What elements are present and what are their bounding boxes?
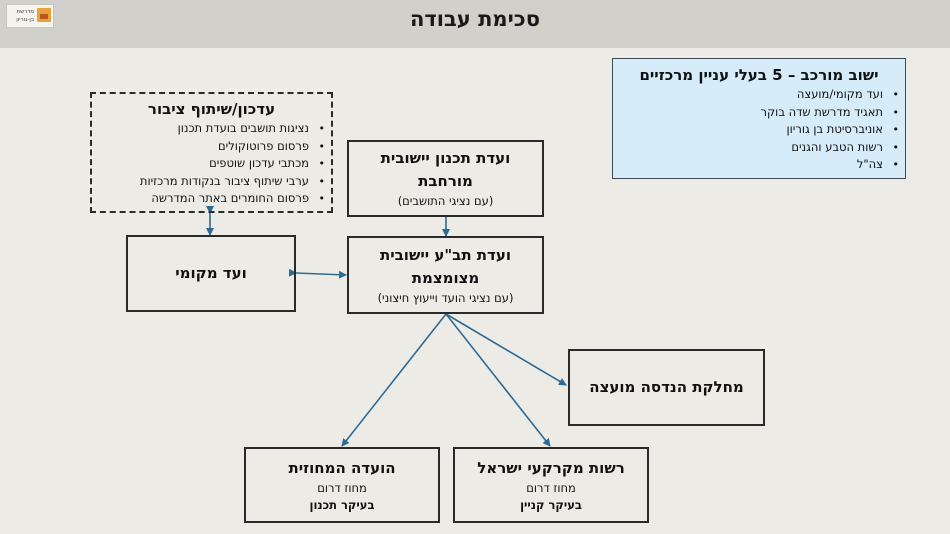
expanded-committee-title: ועדת תכנון יישובית מורחבת <box>380 149 511 190</box>
list-item: אוניברסיטת בן גוריון <box>613 121 899 139</box>
list-item: פרסום פרוטוקולים <box>92 138 325 156</box>
list-item: צה"ל <box>613 156 899 174</box>
stakeholders-list: ועד מקומי/מועצה תאגיד מדרשת שדה בוקר אונ… <box>613 86 905 174</box>
district-committee-sub: מחוז דרום <box>317 480 367 495</box>
engineering-dept-title: מחלקת הנדסה מועצה <box>589 378 744 396</box>
local-committee-title: ועד מקומי <box>175 264 247 282</box>
logo-text-line1: מדרשת <box>16 9 34 15</box>
list-item: רשות הטבע והגנים <box>613 139 899 157</box>
arrow-reduced-to-engineering <box>445 313 567 386</box>
reduced-committee-sub: (עם נציגי הועד וייעוץ חיצוני) <box>377 290 514 305</box>
public-participation-box: עדכון/שיתוף ציבור נציגות תושבים בועדת תכ… <box>90 92 333 213</box>
expanded-planning-committee-box: ועדת תכנון יישובית מורחבת (עם נציגי התוש… <box>347 140 544 217</box>
list-item: ערבי שיתוף ציבור בנקודות מרכזיות <box>92 173 325 191</box>
arrow-local-reduced <box>288 268 347 279</box>
reduced-committee-title: ועדת תב"ע יישובית מצומצמת <box>379 245 511 287</box>
local-committee-box: ועד מקומי <box>126 235 296 312</box>
ila-note: בעיקר קניין <box>520 497 582 512</box>
arrow-reduced-to-ila <box>445 313 551 447</box>
list-item: מכתבי עדכון שוטפים <box>92 155 325 173</box>
logo-text-line2: בן-גוריון <box>16 17 34 23</box>
list-item: תאגיד מדרשת שדה בוקר <box>613 104 899 122</box>
header-bar: מדרשת בן-גוריון סכימת עבודה <box>0 0 950 48</box>
district-committee-note: בעיקר תכנון <box>309 497 375 512</box>
stakeholders-title: ישוב מורכב – 5 בעלי עניין מרכזיים <box>639 66 879 84</box>
list-item: פרסום החומרים באתר המדרשה <box>92 190 325 208</box>
ila-title: רשות מקרקעי ישראל <box>477 458 625 477</box>
public-participation-list: נציגות תושבים בועדת תכנון פרסום פרוטוקול… <box>92 120 331 208</box>
israel-land-authority-box: רשות מקרקעי ישראל מחוז דרום בעיקר קניין <box>453 447 649 523</box>
page-title: סכימת עבודה <box>410 7 540 31</box>
public-participation-title: עדכון/שיתוף ציבור <box>147 100 276 118</box>
expanded-committee-sub: (עם נציגי התושבים) <box>397 194 494 208</box>
engineering-department-box: מחלקת הנדסה מועצה <box>568 349 765 426</box>
reduced-zoning-committee-box: ועדת תב"ע יישובית מצומצמת (עם נציגי הועד… <box>347 236 544 314</box>
district-committee-title: הועדה המחוזית <box>288 458 396 477</box>
stakeholders-box: ישוב מורכב – 5 בעלי עניין מרכזיים ועד מק… <box>612 58 906 179</box>
district-committee-box: הועדה המחוזית מחוז דרום בעיקר תכנון <box>244 447 440 523</box>
ila-sub: מחוז דרום <box>526 480 576 495</box>
logo-icon <box>37 8 51 22</box>
logo: מדרשת בן-גוריון <box>6 4 54 28</box>
list-item: נציגות תושבים בועדת תכנון <box>92 120 325 138</box>
arrow-reduced-to-district <box>341 313 447 447</box>
list-item: ועד מקומי/מועצה <box>613 86 899 104</box>
